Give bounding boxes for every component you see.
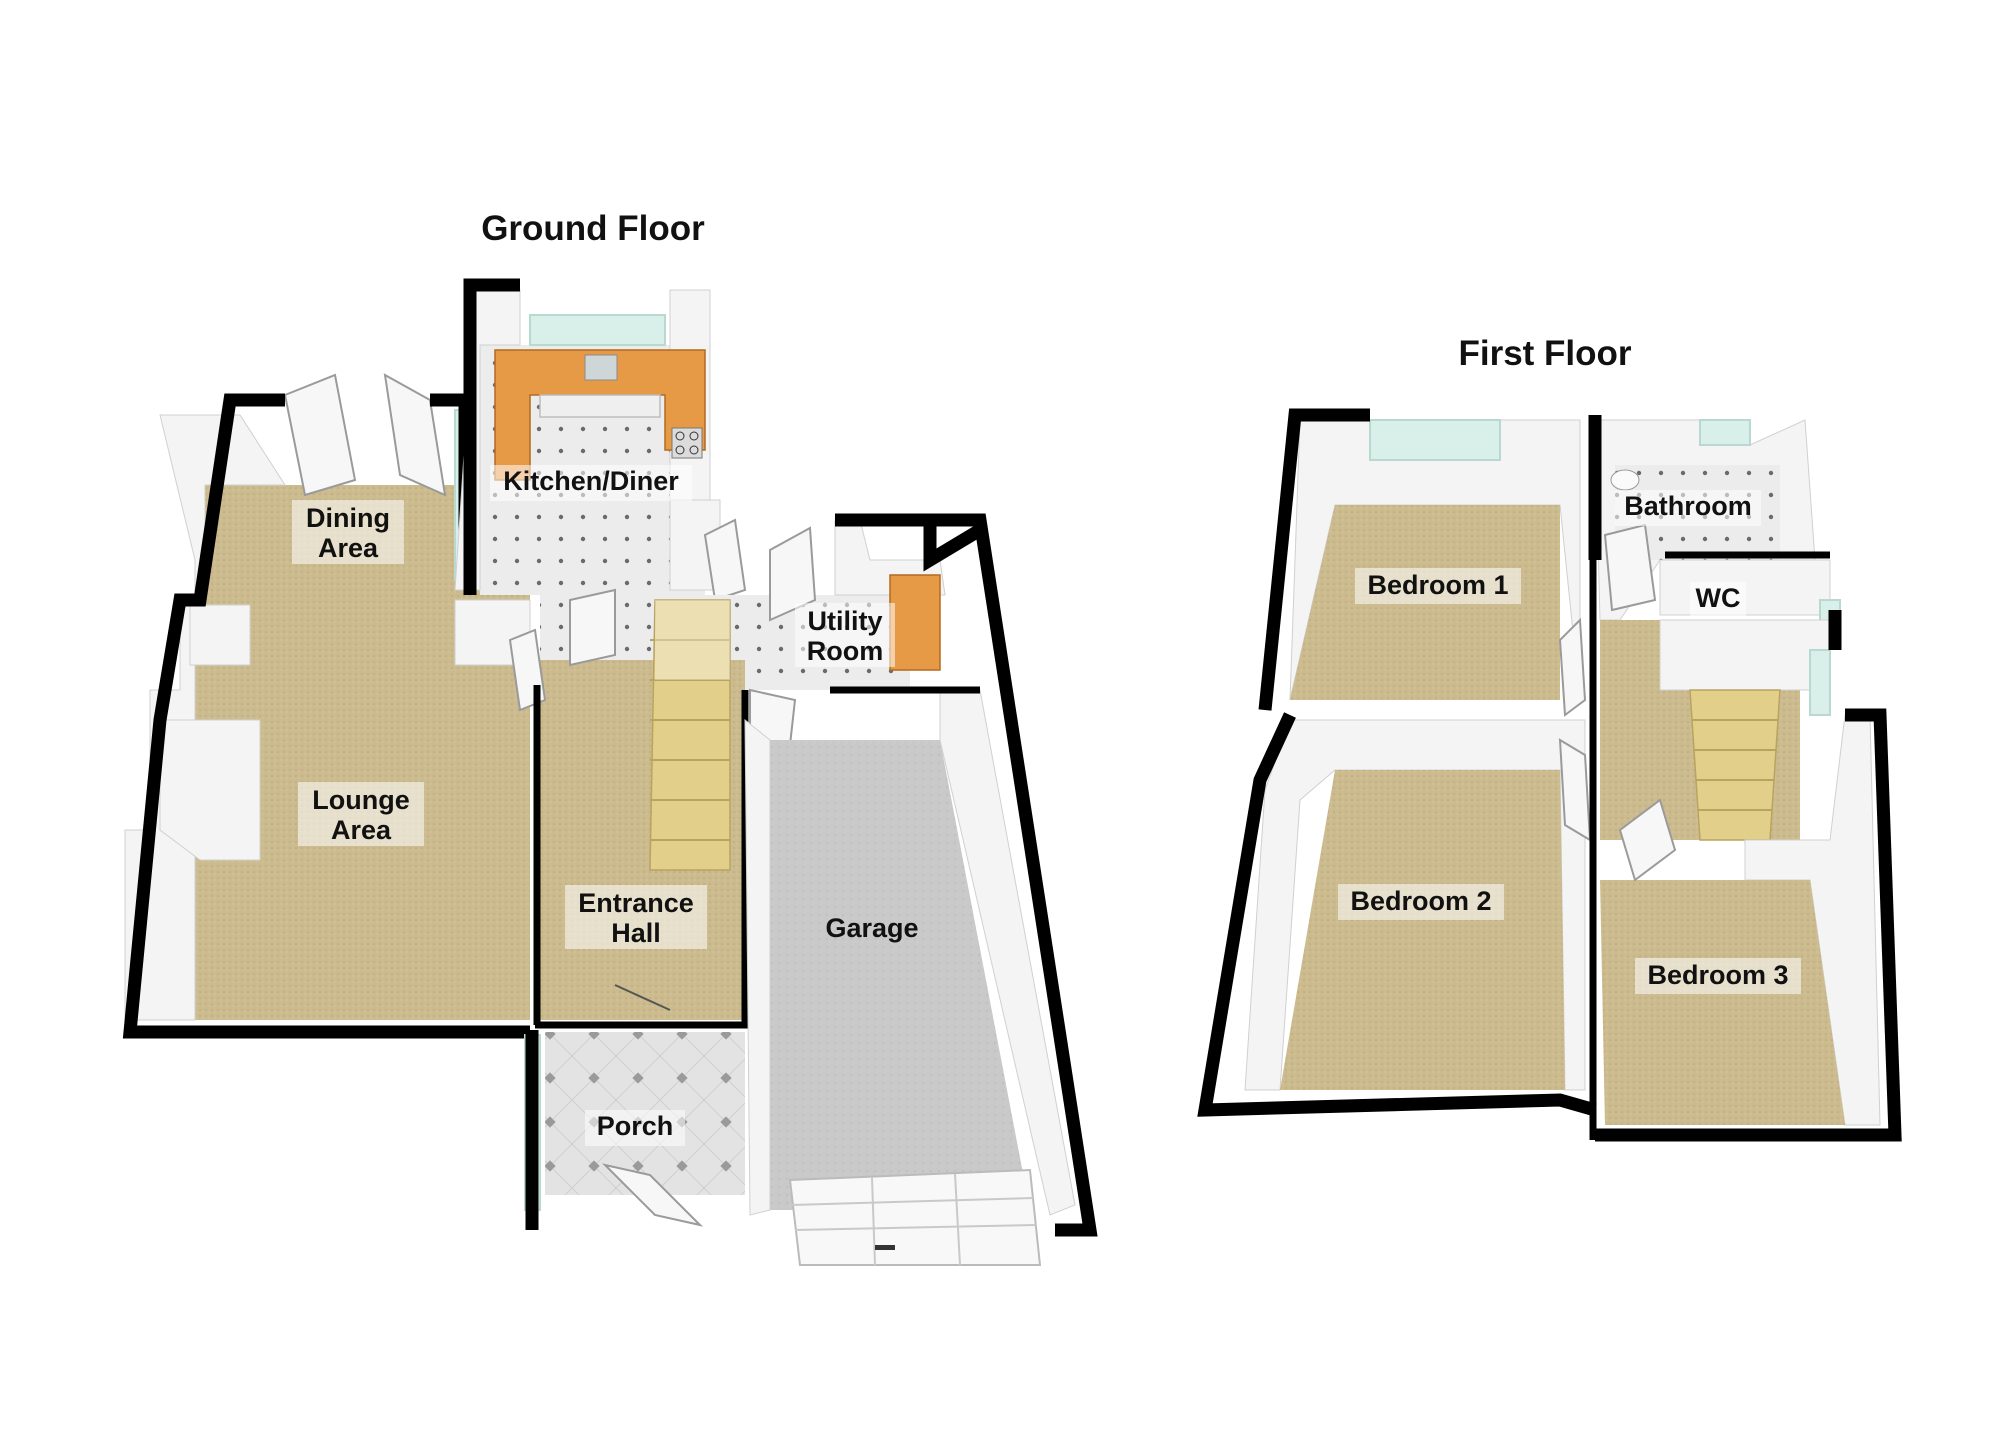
- first-floor-staircase: [1689, 689, 1781, 841]
- svg-text:Room: Room: [807, 636, 884, 666]
- bathroom-window: [1699, 419, 1751, 446]
- label-utility-room: Utility Room: [795, 603, 895, 667]
- label-entrance-hall: Entrance Hall: [565, 885, 707, 949]
- bedroom1-outer-wall: [1258, 408, 1370, 711]
- label-kitchen-diner: Kitchen/Diner: [490, 465, 692, 501]
- label-bathroom: Bathroom: [1615, 490, 1761, 526]
- utility-outer-wall: [835, 513, 984, 572]
- dining-french-door-right[interactable]: [383, 373, 447, 497]
- bedroom1-window: [1369, 419, 1501, 461]
- label-wc: WC: [1690, 582, 1746, 618]
- lounge-pier: [189, 604, 251, 666]
- bedroom2-door[interactable]: [1558, 738, 1592, 842]
- svg-text:Garage: Garage: [825, 913, 918, 943]
- utility-worktop: [889, 574, 941, 671]
- kitchen-cabinets: [539, 394, 661, 418]
- label-porch: Porch: [585, 1110, 685, 1146]
- garage-outer-wall: [920, 513, 1098, 1237]
- label-dining-area: Dining Area: [292, 500, 404, 564]
- svg-text:Bedroom 2: Bedroom 2: [1350, 886, 1491, 916]
- svg-text:Hall: Hall: [611, 918, 661, 948]
- svg-text:Utility: Utility: [807, 606, 882, 636]
- kitchen-sink: [584, 354, 618, 381]
- utility-back-door[interactable]: [769, 526, 817, 622]
- bedroom3-floor: [1600, 880, 1845, 1125]
- label-bedroom-3: Bedroom 3: [1635, 958, 1801, 994]
- garage-left-face: [744, 718, 771, 1216]
- lounge-pier-lower: [159, 719, 261, 861]
- garage-door[interactable]: [788, 1168, 1042, 1266]
- front-door-swing: [614, 984, 671, 1011]
- bedroom1-door[interactable]: [1558, 617, 1587, 717]
- label-bedroom-1: Bedroom 1: [1355, 568, 1521, 604]
- svg-text:Area: Area: [331, 815, 392, 845]
- hall-glazed-door[interactable]: [569, 588, 616, 667]
- landing-wall-face: [1659, 619, 1831, 691]
- landing-window: [1809, 649, 1831, 716]
- bedroom2-outer-wall: [1197, 712, 1597, 1117]
- svg-text:Porch: Porch: [597, 1111, 674, 1141]
- porch-front-door[interactable]: [601, 1163, 704, 1227]
- ground-floor-title: Ground Floor: [481, 209, 705, 248]
- label-garage: Garage: [825, 913, 918, 943]
- svg-text:Area: Area: [318, 533, 379, 563]
- kitchen-door[interactable]: [703, 518, 747, 602]
- svg-text:Bedroom 3: Bedroom 3: [1647, 960, 1788, 990]
- svg-text:Dining: Dining: [306, 503, 390, 533]
- dining-french-door-left[interactable]: [283, 373, 357, 497]
- bedroom3-door[interactable]: [1618, 798, 1677, 882]
- label-bedroom-2: Bedroom 2: [1338, 884, 1504, 920]
- first-floor: First Floor Bedroom 1 Bathroom WC Bedroo…: [1197, 334, 1902, 1142]
- lounge-outer-wall: [122, 393, 530, 1039]
- ground-floor: Ground Floor Dining Area Lounge Area Kit…: [122, 209, 1098, 1266]
- kitchen-outer-wall: [463, 278, 520, 595]
- basin: [1610, 469, 1640, 491]
- bedroom3-outer-wall: [1595, 708, 1902, 1142]
- svg-text:Bedroom 1: Bedroom 1: [1367, 570, 1508, 600]
- svg-text:Lounge: Lounge: [312, 785, 409, 815]
- label-lounge-area: Lounge Area: [298, 782, 424, 846]
- svg-text:WC: WC: [1696, 583, 1741, 613]
- first-floor-title: First Floor: [1458, 334, 1631, 373]
- svg-text:Entrance: Entrance: [578, 888, 694, 918]
- garage-floor: [770, 740, 1030, 1210]
- kitchen-window: [529, 314, 666, 346]
- staircase: [649, 599, 731, 871]
- bedroom2-floor: [1280, 770, 1565, 1090]
- bathroom-door[interactable]: [1603, 523, 1657, 612]
- svg-text:Kitchen/Diner: Kitchen/Diner: [503, 466, 679, 496]
- svg-text:Bathroom: Bathroom: [1624, 491, 1752, 521]
- hob-icon: [671, 427, 703, 459]
